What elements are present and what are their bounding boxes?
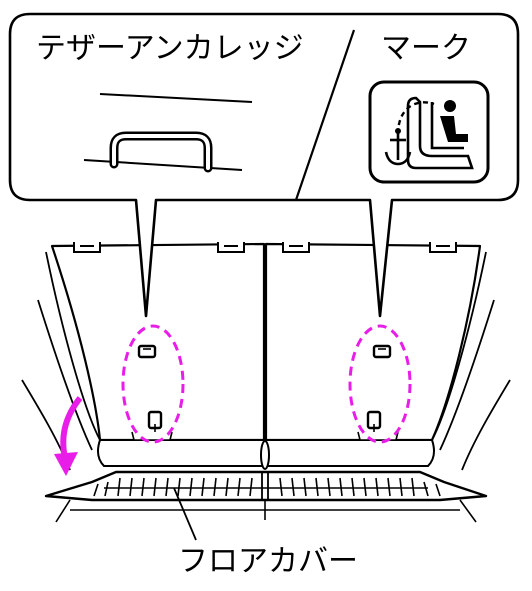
tether-anchor-illustration — [83, 93, 253, 173]
floor-cover-leader — [173, 487, 197, 541]
left-highlight — [121, 324, 185, 444]
right-seat-back — [264, 242, 482, 442]
right-highlight — [348, 324, 412, 444]
floor-lines — [55, 499, 477, 523]
seat-cushion — [96, 439, 436, 470]
seat-side-lines — [21, 251, 511, 471]
right-upper-anchor — [372, 344, 392, 359]
floor-cover-label: フロアカバー — [178, 544, 358, 579]
highlight-ellipses — [121, 324, 412, 444]
left-seat-back — [50, 242, 266, 442]
tether-anchor-label: テザーアンカレッジ — [36, 31, 304, 66]
left-upper-anchor — [137, 344, 157, 359]
fold-arrow — [54, 396, 83, 476]
headrest-slots — [73, 242, 457, 253]
child-seat-anchor-icon — [368, 80, 490, 184]
right-anchors — [357, 344, 399, 441]
seat-backs — [50, 242, 482, 442]
floor-cover-mat — [44, 470, 488, 502]
divider-slash — [294, 29, 356, 201]
mark-label: マーク — [381, 31, 471, 66]
